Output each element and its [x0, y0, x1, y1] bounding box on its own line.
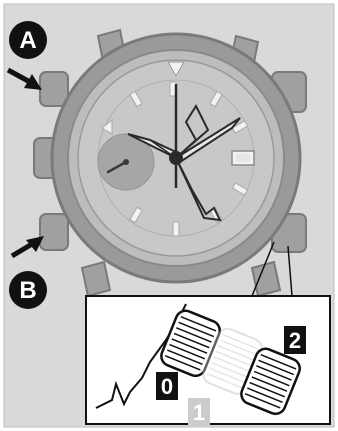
pusher-a[interactable] — [40, 72, 68, 106]
label-a: A — [9, 21, 47, 59]
label-b: B — [9, 271, 47, 309]
position-label-0-text: 0 — [161, 374, 173, 399]
position-label-1: 1 — [188, 398, 210, 426]
position-label-2-text: 2 — [289, 328, 301, 353]
position-label-0: 0 — [156, 372, 178, 400]
label-b-text: B — [19, 277, 36, 304]
center-pivot — [169, 151, 183, 165]
pusher-b[interactable] — [40, 214, 68, 250]
position-label-1-text: 1 — [193, 400, 205, 425]
subdial-pivot — [123, 159, 129, 165]
date-window-inner — [236, 154, 250, 162]
position-label-2: 2 — [284, 326, 306, 354]
label-a-text: A — [19, 27, 36, 54]
